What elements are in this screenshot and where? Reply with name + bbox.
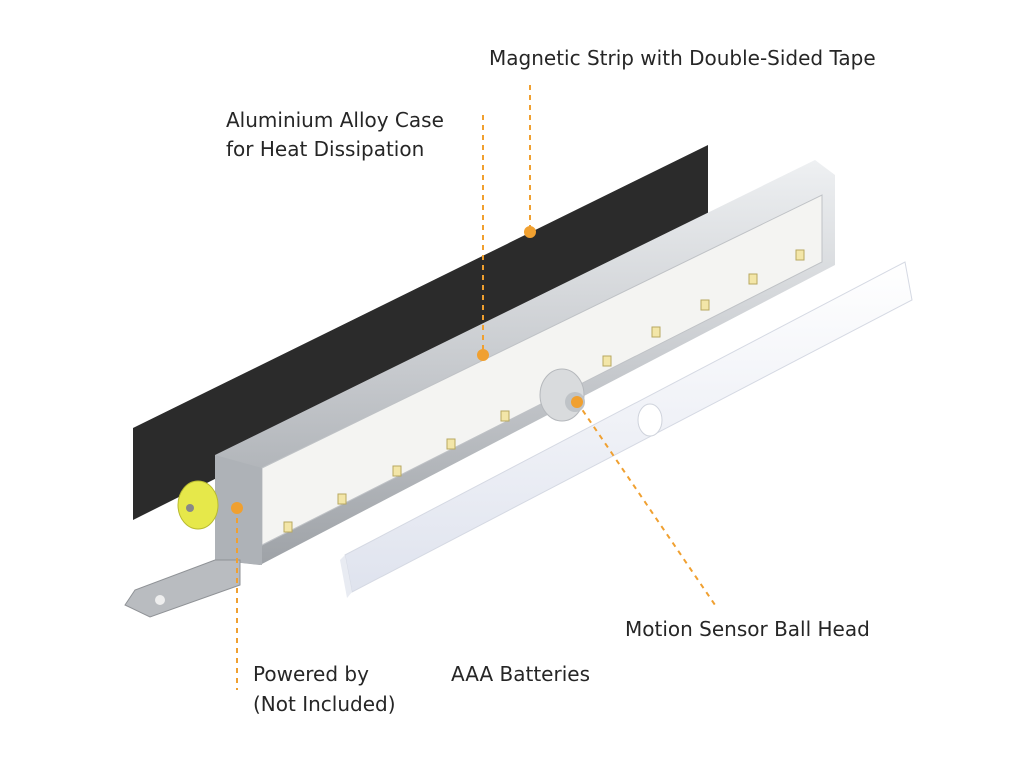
diffuser-cover: [340, 261, 913, 598]
label-motion-sensor: Motion Sensor Ball Head: [625, 617, 870, 641]
mounting-bracket: [124, 559, 241, 618]
label-magnetic-strip: Magnetic Strip with Double-Sided Tape: [489, 46, 876, 70]
callout-dots: [231, 226, 583, 514]
callout-lines: [236, 85, 716, 690]
label-powered-by: Powered by: [253, 662, 369, 686]
end-cap: [124, 480, 241, 618]
led-row: [283, 249, 805, 533]
label-case-line1: Aluminium Alloy Case: [226, 108, 444, 132]
label-not-included: (Not Included): [253, 692, 396, 716]
motion-sensor-ball: [539, 368, 585, 422]
label-batteries: AAA Batteries: [451, 662, 590, 686]
label-case-line2: for Heat Dissipation: [226, 137, 425, 161]
